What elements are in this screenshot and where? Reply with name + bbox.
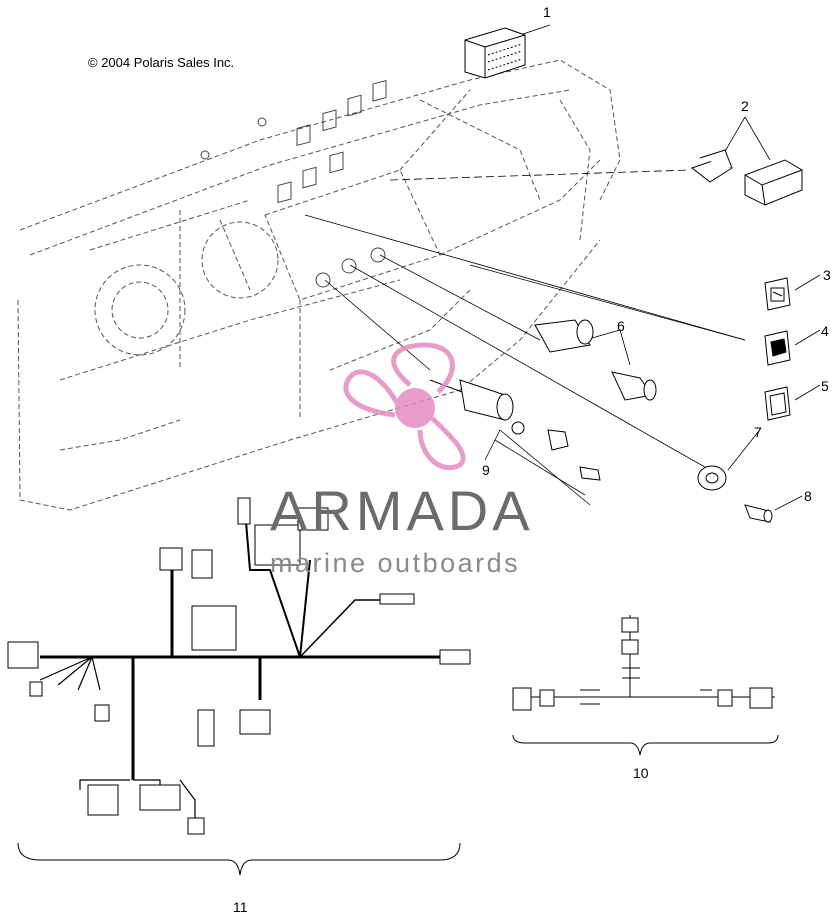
part-11-main-harness [39, 509, 440, 820]
watermark-tagline: marine outboards [270, 548, 520, 578]
callout-10: 10 [633, 765, 649, 781]
callout-8: 8 [804, 488, 812, 504]
part-6-power-outlet [534, 319, 657, 401]
callout-4: 4 [821, 323, 829, 339]
callout-7: 7 [754, 424, 762, 440]
part-5-switch-plug [764, 386, 791, 421]
callout-11: 11 [233, 899, 248, 914]
part-2-meter-bezel [690, 149, 803, 206]
part-4-switch [764, 330, 791, 366]
part-11-brace [17, 842, 461, 876]
watermark-propeller-logo [343, 342, 466, 470]
part-8-socket [744, 504, 773, 523]
dashboard-panel [17, 59, 621, 511]
callout-2: 2 [741, 98, 749, 114]
callout-3: 3 [823, 267, 831, 283]
part-7-grommet [697, 465, 727, 491]
copyright-text: © 2004 Polaris Sales Inc. [88, 55, 234, 70]
callout-1: 1 [543, 4, 551, 20]
part-10-harness [512, 615, 775, 711]
callout-6: 6 [617, 318, 625, 334]
dashboard-switch-openings [200, 79, 387, 288]
part-11-connectors [7, 497, 471, 835]
part-1-fuse-block [464, 27, 526, 79]
part-9-ignition-switch [429, 379, 601, 496]
watermark-brand: ARMADA [270, 479, 534, 542]
part-10-brace [512, 734, 779, 756]
part-3-switch [764, 277, 791, 311]
callout-9: 9 [482, 462, 490, 478]
callout-5: 5 [821, 378, 829, 394]
